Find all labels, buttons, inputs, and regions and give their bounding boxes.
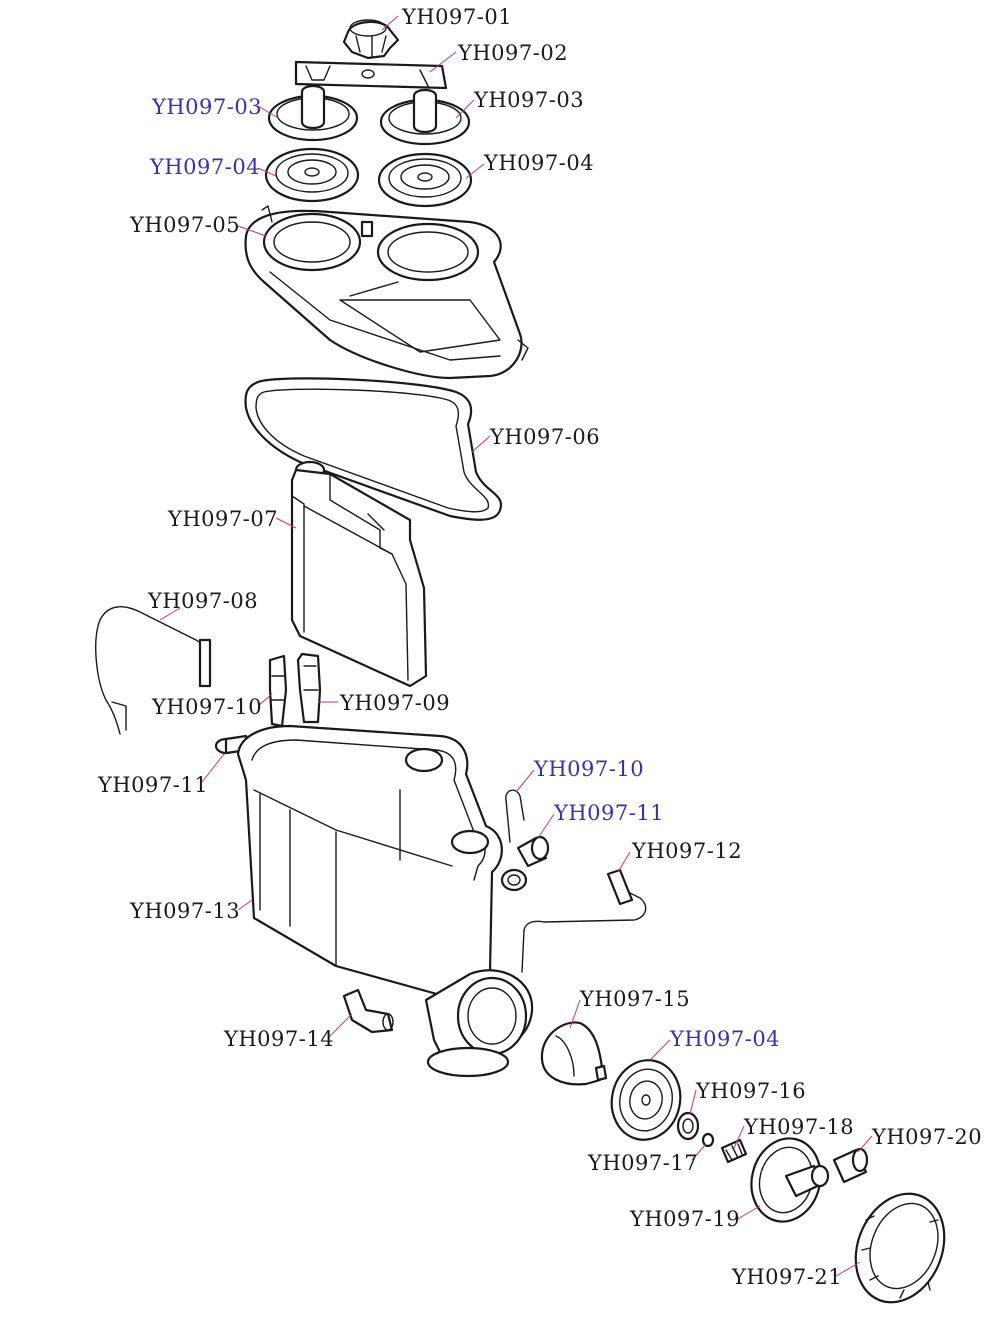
callout-labels: YH097-01 YH097-02 YH097-03 YH097-03 YH09… xyxy=(97,5,982,1289)
label-yh097-11-right: YH097-11 xyxy=(553,801,664,825)
label-yh097-20: YH097-20 xyxy=(871,1125,982,1149)
label-yh097-03-left: YH097-03 xyxy=(151,95,262,119)
part-04-diaphragm-left xyxy=(264,147,360,203)
part-15-bellows xyxy=(540,1021,608,1086)
part-03-valve-cap-left xyxy=(267,84,359,142)
label-yh097-19: YH097-19 xyxy=(629,1207,740,1231)
label-yh097-04-right: YH097-04 xyxy=(483,151,594,175)
part-13-main-tank xyxy=(236,724,534,1078)
label-yh097-15: YH097-15 xyxy=(579,987,690,1011)
label-yh097-14: YH097-14 xyxy=(223,1027,334,1051)
label-yh097-08: YH097-08 xyxy=(147,589,258,613)
part-19-valve-plate xyxy=(750,1137,830,1223)
part-11-fitting-right xyxy=(516,835,550,868)
label-yh097-10-left: YH097-10 xyxy=(151,695,262,719)
label-yh097-01: YH097-01 xyxy=(401,5,512,29)
label-yh097-17: YH097-17 xyxy=(587,1151,698,1175)
part-18-spring xyxy=(720,1138,748,1164)
part-04-diaphragm-right xyxy=(377,152,473,208)
part-12-wire-tube xyxy=(521,868,647,973)
part-14-hose-barb xyxy=(342,988,394,1034)
label-yh097-11-left: YH097-11 xyxy=(97,773,208,797)
part-04-diaphragm-lower xyxy=(610,1059,682,1141)
part-10-hook-right xyxy=(505,789,525,843)
part-05-pump-cover xyxy=(244,205,529,380)
label-yh097-09: YH097-09 xyxy=(339,691,450,715)
label-yh097-07: YH097-07 xyxy=(167,507,278,531)
part-10-connector xyxy=(268,654,288,728)
label-yh097-12: YH097-12 xyxy=(631,839,742,863)
part-20-bushing xyxy=(832,1147,869,1184)
label-yh097-16: YH097-16 xyxy=(695,1079,806,1103)
label-yh097-03-right: YH097-03 xyxy=(473,88,584,112)
part-03-valve-cap-right xyxy=(379,88,471,146)
label-yh097-04-lower: YH097-04 xyxy=(669,1027,780,1051)
label-yh097-18: YH097-18 xyxy=(743,1115,854,1139)
part-02-bracket xyxy=(294,60,448,90)
part-16-washer xyxy=(676,1111,700,1141)
part-08-wire-loop xyxy=(95,606,212,735)
label-yh097-13: YH097-13 xyxy=(129,899,240,923)
label-yh097-06: YH097-06 xyxy=(489,425,600,449)
label-yh097-04-left: YH097-04 xyxy=(149,155,260,179)
part-21-retaining-nut xyxy=(854,1192,946,1304)
label-yh097-10-right: YH097-10 xyxy=(533,757,644,781)
label-yh097-21: YH097-21 xyxy=(731,1265,842,1289)
part-06-gasket xyxy=(244,377,503,521)
leader-lines xyxy=(159,15,873,1277)
label-yh097-02: YH097-02 xyxy=(457,41,568,65)
part-01-knob xyxy=(342,19,400,60)
part-09-connector xyxy=(296,652,322,724)
label-yh097-05: YH097-05 xyxy=(129,213,240,237)
part-07-float-chamber xyxy=(290,460,428,688)
part-17-ring xyxy=(701,1132,715,1148)
